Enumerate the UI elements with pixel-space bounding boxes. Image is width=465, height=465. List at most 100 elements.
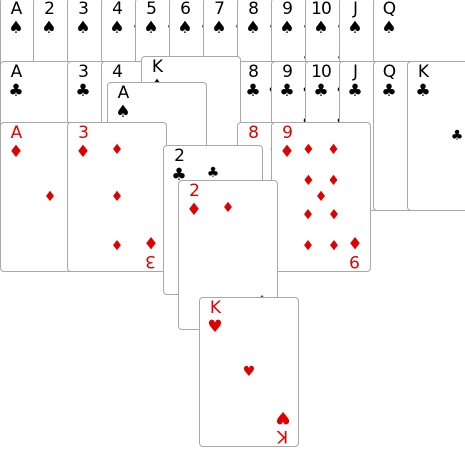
card-index-top: K♥ (203, 300, 227, 336)
suit-pip-icon: ♥ (242, 364, 256, 380)
card-index-top: 10♠ (309, 1, 333, 37)
suit-pip-icon: ♦ (327, 141, 340, 158)
card-rank: 3 (78, 0, 89, 19)
card-rank: 5 (146, 0, 157, 19)
suit-pip-icon: ♦ (110, 189, 124, 205)
suit-pip-icon: ♣ (450, 128, 464, 144)
card-rank: 8 (248, 62, 259, 82)
card-index-top: A♠ (111, 85, 135, 121)
suit-icon: ♥ (207, 317, 223, 337)
card-di-3[interactable]: 3♦3♦♦♦♦ (67, 122, 167, 272)
card-index-top: A♦ (4, 125, 28, 161)
suit-pip-icon: ♦ (302, 172, 315, 189)
card-index-top: J♠ (343, 1, 367, 37)
suit-icon: ♠ (347, 18, 363, 38)
suit-icon: ♦ (75, 142, 91, 162)
card-rank: 2 (44, 0, 55, 19)
suit-icon: ♦ (279, 142, 295, 162)
card-index-top: 9♠ (275, 1, 299, 37)
card-rank: Q (382, 62, 396, 82)
card-rank: 8 (248, 123, 259, 143)
suit-icon: ♦ (186, 200, 202, 220)
card-index-top: 3♣ (71, 64, 95, 100)
card-he-k[interactable]: K♥K♥♥ (199, 297, 299, 447)
card-rank: K (277, 426, 289, 446)
card-cl-k[interactable]: K♣K♣♣ (407, 61, 465, 211)
card-rank: J (352, 62, 358, 82)
card-rank: 4 (112, 62, 123, 82)
suit-icon: ♣ (75, 81, 91, 101)
suit-icon: ♣ (171, 165, 187, 185)
suit-icon: ♦ (347, 232, 363, 252)
card-index-top: 8♠ (241, 1, 265, 37)
suit-pip-icon: ♦ (302, 141, 315, 158)
card-rank: Q (382, 0, 396, 19)
card-di-9[interactable]: 9♦9♦♦♦♦♦♦♦♦♦♦ (271, 122, 371, 272)
card-rank: 2 (174, 146, 185, 166)
card-index-top: 5♠ (139, 1, 163, 37)
card-index-top: 2♠ (37, 1, 61, 37)
suit-pip-icon: ♦ (327, 236, 340, 253)
suit-icon: ♦ (8, 142, 24, 162)
card-index-top: 2♦ (182, 183, 206, 219)
suit-pip-icon: ♦ (327, 172, 340, 189)
suit-icon: ♠ (279, 18, 295, 38)
card-rank: 3 (78, 123, 89, 143)
card-index-top: 6♠ (173, 1, 197, 37)
card-index-top: K♣ (411, 64, 435, 100)
card-rank: K (151, 57, 163, 77)
suit-pip-icon: ♦ (302, 236, 315, 253)
card-index-top: Q♠ (377, 1, 401, 37)
suit-icon: ♠ (211, 18, 227, 38)
card-index-top: 9♦ (275, 125, 299, 161)
card-rank: J (352, 0, 358, 19)
suit-icon: ♠ (313, 18, 329, 38)
suit-pip-icon: ♦ (110, 141, 124, 158)
card-rank: 9 (282, 123, 293, 143)
card-rank: 9 (282, 62, 293, 82)
card-index-top: 10♣ (309, 64, 333, 100)
card-rank: A (10, 62, 23, 82)
card-index-top: 4♠ (105, 1, 129, 37)
suit-pip-icon: ♦ (314, 189, 328, 205)
card-rank: 10 (311, 62, 332, 82)
card-rank: K (209, 298, 221, 318)
suit-icon: ♣ (279, 81, 295, 101)
suit-icon: ♥ (275, 407, 291, 427)
suit-icon: ♠ (8, 18, 24, 38)
suit-icon: ♦ (143, 232, 159, 252)
card-index-top: J♣ (343, 64, 367, 100)
suit-pip-icon: ♦ (43, 189, 57, 205)
card-rank: K (417, 62, 429, 82)
card-rank: 7 (214, 0, 225, 19)
card-rank: 10 (311, 0, 332, 19)
suit-icon: ♣ (415, 81, 431, 101)
suit-icon: ♠ (245, 18, 261, 38)
card-rank: 3 (78, 62, 89, 82)
suit-icon: ♣ (245, 81, 261, 101)
suit-icon: ♠ (75, 18, 91, 38)
card-index-top: A♠ (4, 1, 28, 37)
card-rank: 2 (189, 181, 200, 201)
card-index-top: 9♣ (275, 64, 299, 100)
card-rank: A (10, 0, 23, 19)
suit-icon: ♣ (313, 81, 329, 101)
card-index-bottom: K♥ (271, 407, 295, 446)
suit-icon: ♣ (381, 81, 397, 101)
card-index-top: A♣ (4, 64, 28, 100)
suit-icon: ♠ (143, 18, 159, 38)
card-index-bottom: 9♦ (343, 232, 367, 271)
card-rank: 6 (180, 0, 191, 19)
suit-pip-icon: ♦ (302, 205, 315, 222)
card-rank: A (117, 83, 130, 103)
card-index-top: 3♠ (71, 1, 95, 37)
suit-pip-icon: ♦ (327, 205, 340, 222)
card-index-bottom: 3♦ (139, 232, 163, 271)
card-index-top: 8♣ (241, 64, 265, 100)
card-index-top: 7♠ (207, 1, 231, 37)
card-index-top: 3♦ (71, 125, 95, 161)
suit-icon: ♠ (41, 18, 57, 38)
suit-icon: ♠ (115, 102, 131, 122)
card-rank: 8 (248, 0, 259, 19)
